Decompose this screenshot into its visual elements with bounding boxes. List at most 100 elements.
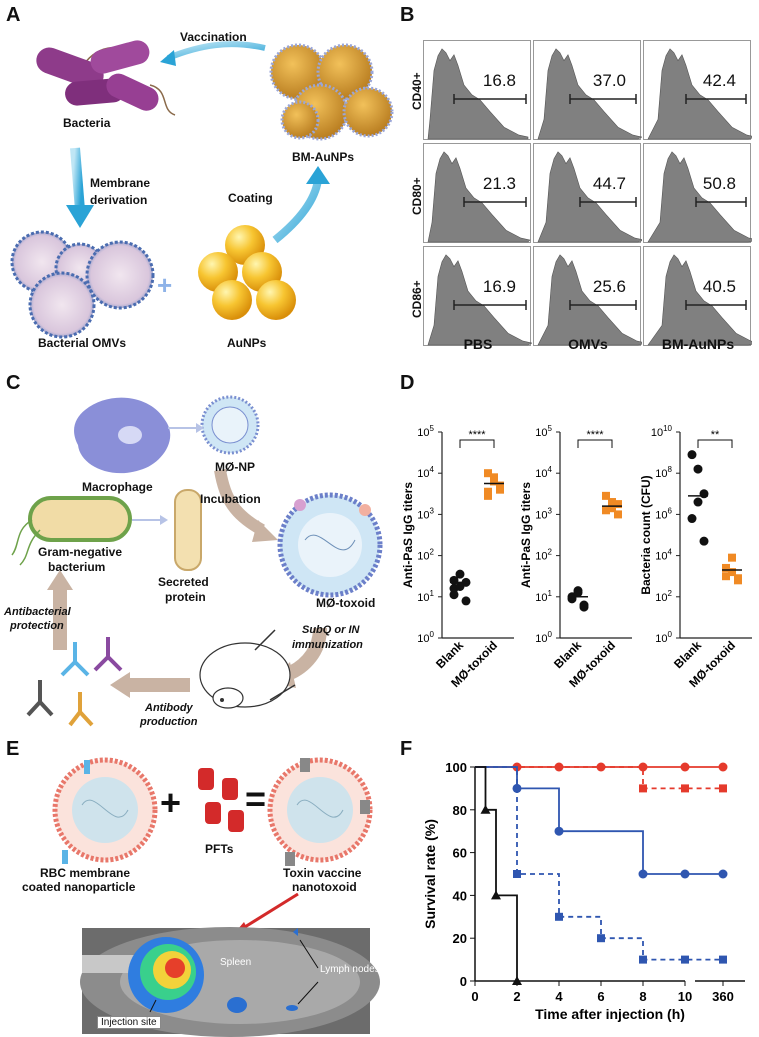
data-point — [719, 784, 727, 793]
toxoid-point — [722, 572, 730, 581]
aunps-image — [198, 225, 296, 320]
y-tick-label: 102 — [535, 548, 552, 563]
data-point — [512, 976, 522, 985]
toxoid-point — [608, 498, 616, 507]
lymph-nodes-label: Lymph nodes — [320, 964, 380, 975]
blank-point — [455, 582, 465, 591]
bacterium-label: bacterium — [48, 560, 106, 574]
y-tick-label: 100 — [655, 630, 672, 645]
bacterium-image — [28, 496, 132, 542]
secreted-label: Secreted — [158, 575, 209, 589]
toxoid-point — [722, 563, 730, 572]
mo-toxoid-label: MØ-toxoid — [316, 596, 376, 610]
toxoid-point — [602, 491, 610, 500]
percent-value: 16.9 — [482, 277, 516, 296]
x-tick-label: 4 — [555, 989, 563, 1004]
panel-label-c: C — [6, 372, 21, 394]
significance-label: **** — [468, 429, 486, 441]
antibodies-image — [26, 637, 123, 727]
equals-sign-e: = — [245, 778, 267, 819]
panel-label-f: F — [400, 738, 413, 760]
mo-np-label: MØ-NP — [215, 460, 255, 474]
gram-negative-label: Gram-negative — [38, 545, 123, 559]
y-axis-label: Survival rate (%) — [422, 819, 438, 929]
percent-value: 44.7 — [592, 174, 626, 193]
histogram-CD40-OMVs: 37.0 — [533, 40, 642, 140]
y-tick-label: 103 — [417, 506, 434, 521]
secreted-protein-tube — [174, 489, 202, 571]
y-tick-label: 1010 — [651, 424, 673, 439]
percent-value: 37.0 — [592, 71, 626, 90]
data-point — [554, 826, 564, 836]
y-tick-label: 102 — [417, 548, 434, 563]
nanotoxoid-label: nanotoxoid — [292, 880, 357, 894]
plus-sign-a: + — [157, 270, 173, 300]
y-tick-label: 40 — [453, 888, 467, 903]
col-label-omvs: OMVs — [568, 336, 608, 352]
y-tick-label: 103 — [535, 506, 552, 521]
production-label: production — [140, 716, 198, 728]
data-point — [681, 955, 689, 964]
aunps-label: AuNPs — [227, 336, 267, 350]
panel-label-e: E — [6, 738, 20, 760]
toxoid-point — [496, 481, 504, 490]
series-line-blue-dashed-square — [475, 766, 723, 961]
x-tick-label: 6 — [597, 989, 604, 1004]
panel-label-b: B — [400, 4, 415, 26]
rbc-label-line1: RBC membrane — [40, 866, 131, 880]
data-point — [597, 934, 605, 943]
series-line-black-solid-triangle — [475, 766, 518, 981]
y-tick-label: 100 — [417, 630, 434, 645]
rbc-nanoparticle-image — [52, 757, 158, 864]
bm-aunps-image — [269, 43, 394, 141]
antibody-label: Antibody — [145, 702, 193, 714]
histogram-CD86-PBS: 16.9 — [423, 246, 532, 346]
percent-value: 50.8 — [702, 174, 736, 193]
y-axis-label: Anti-PaS IgG titers — [519, 482, 533, 588]
nanotoxoid-image — [267, 757, 373, 866]
bm-aunps-label: BM-AuNPs — [292, 150, 354, 164]
blank-point — [449, 590, 459, 600]
bacterial-omvs-label: Bacterial OMVs — [38, 336, 127, 350]
subq-label: SubQ or IN — [302, 624, 360, 636]
histogram-CD86-OMVs: 25.6 — [533, 246, 642, 346]
x-tick-label: 10 — [678, 989, 692, 1004]
blank-point — [449, 575, 459, 585]
pfts-image — [198, 768, 244, 832]
injection-site-label: Injection site — [97, 1016, 161, 1029]
toxoid-point — [614, 500, 622, 509]
y-tick-label: 104 — [417, 465, 434, 480]
y-tick-label: 104 — [655, 548, 672, 563]
histogram-CD40-BM-AuNPs: 42.4 — [643, 40, 752, 140]
blank-point — [573, 588, 583, 598]
data-point — [680, 869, 690, 879]
incubation-label: Incubation — [200, 492, 261, 506]
data-point — [638, 869, 648, 879]
y-axis-label: Bacteria count (CFU) — [639, 475, 653, 594]
panel-label-a: A — [6, 4, 21, 26]
percent-value: 42.4 — [702, 71, 736, 90]
data-point — [718, 869, 728, 879]
data-point — [719, 955, 727, 964]
y-tick-label: 108 — [655, 465, 672, 480]
coating-label: Coating — [228, 191, 273, 205]
data-point — [639, 955, 647, 964]
toxoid-point — [602, 506, 610, 515]
y-tick-label: 20 — [453, 931, 467, 946]
toxoid-point — [728, 553, 736, 562]
x-tick-label: 360 — [712, 989, 734, 1004]
toxoid-point — [496, 485, 504, 494]
blank-point — [699, 536, 709, 546]
bacteria-label: Bacteria — [63, 116, 111, 130]
blank-point — [455, 569, 465, 579]
row-label-cd80: CD80+ — [410, 177, 424, 215]
spleen-label: Spleen — [220, 957, 252, 968]
col-label-pbs: PBS — [463, 336, 493, 352]
histogram-CD80-OMVs: 44.7 — [533, 143, 642, 243]
histogram-CD40-PBS: 16.8 — [423, 40, 531, 140]
histogram-CD86-BM-AuNPs: 40.5 — [643, 246, 752, 346]
